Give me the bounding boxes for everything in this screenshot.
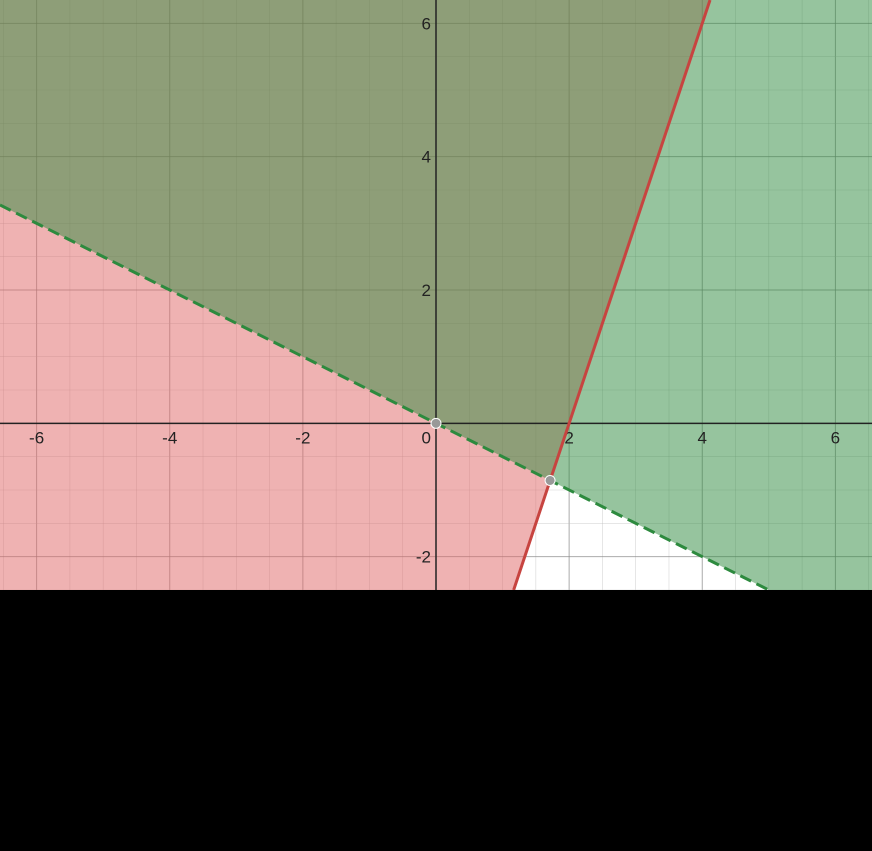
x-tick-label: 2	[564, 428, 573, 447]
x-tick-label: 6	[831, 428, 840, 447]
x-tick-label: -4	[162, 428, 177, 447]
x-tick-label: 4	[698, 428, 707, 447]
points[interactable]	[430, 417, 556, 486]
y-tick-label: 4	[422, 148, 431, 167]
graph-panel[interactable]: -6 -4 -2 0 2 4 6 -2 2 4 6	[0, 0, 872, 590]
x-tick-label: -2	[295, 428, 310, 447]
point-marker[interactable]	[544, 474, 556, 486]
y-tick-label: 2	[422, 281, 431, 300]
graph-canvas[interactable]: -6 -4 -2 0 2 4 6 -2 2 4 6	[0, 0, 872, 590]
red-region-boundary-line	[512, 0, 712, 590]
point-marker[interactable]	[430, 417, 442, 429]
y-tick-label: -2	[416, 548, 431, 567]
x-tick-label: -6	[29, 428, 44, 447]
blank-area	[0, 590, 872, 851]
y-tick-label: 6	[422, 14, 431, 33]
x-tick-label: 0	[422, 428, 431, 447]
tick-labels: -6 -4 -2 0 2 4 6 -2 2 4 6	[29, 14, 840, 566]
